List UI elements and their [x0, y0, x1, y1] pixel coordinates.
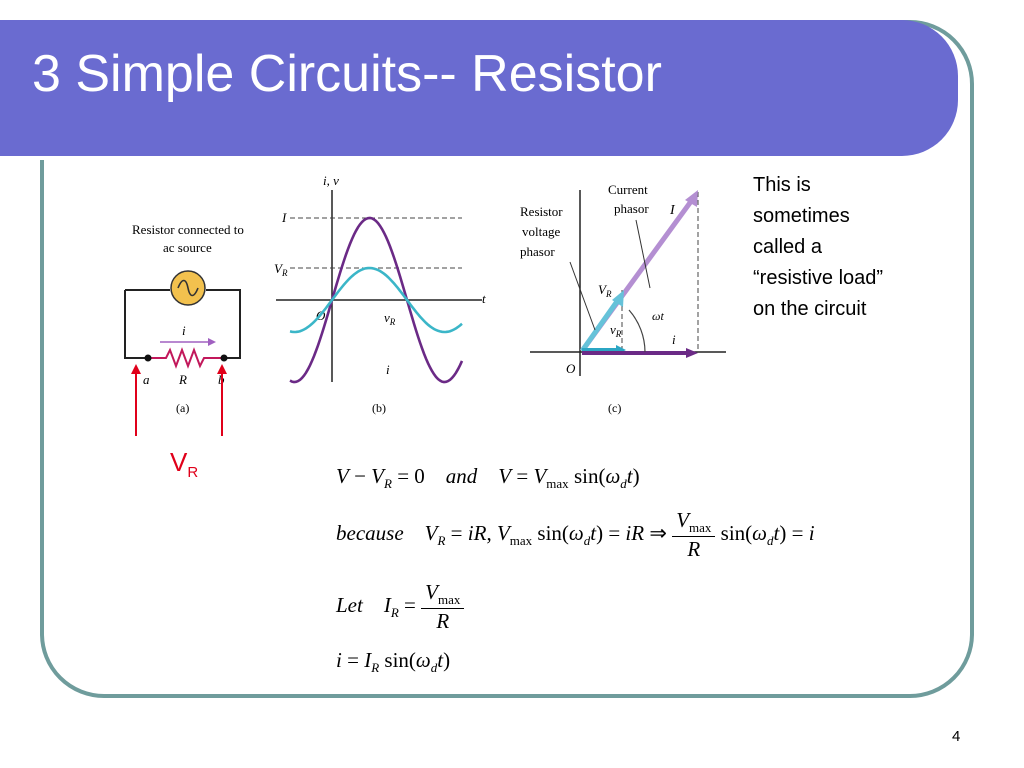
title-bar	[0, 20, 958, 160]
c-resistor-leader	[569, 261, 596, 331]
resistor-label: R	[178, 372, 187, 387]
panel-a-caption-line2: ac source	[163, 240, 212, 255]
i-projection-head	[686, 348, 698, 358]
current-arrowhead	[208, 338, 216, 346]
panel-a-tag: (a)	[176, 401, 189, 415]
b-peak-VR-label: VR	[274, 261, 288, 278]
panel-c-phasor: O ωt Current phasor Resistor voltage pha…	[520, 182, 726, 415]
c-resistor-label-line3: phasor	[520, 244, 555, 259]
c-current-label-line1: Current	[608, 182, 648, 197]
b-curve-i-label: i	[386, 362, 390, 377]
note-line: sometimes	[753, 205, 850, 227]
red-arrowhead-b	[217, 364, 227, 374]
resistor-icon	[150, 347, 226, 369]
c-current-label-line2: phasor	[614, 201, 649, 216]
b-curve-vR-label: vR	[384, 310, 396, 327]
panel-b-tag: (b)	[372, 401, 386, 415]
note-line: “resistive load”	[753, 267, 884, 289]
resistive-load-note: This is sometimes called a “resistive lo…	[753, 170, 883, 325]
current-label: i	[182, 323, 186, 338]
circuit-diagram: Resistor connected to ac source i a R b …	[124, 173, 726, 436]
equation-current: i = IR sin(ωdt)	[336, 648, 451, 676]
c-proj-vR-label: vR	[610, 322, 622, 339]
vr-label: VR	[170, 447, 199, 482]
panel-b-waveforms: i, v t O I VR vR i (b)	[274, 173, 486, 415]
c-resistor-label-line1: Resistor	[520, 204, 563, 219]
b-peak-I-label: I	[281, 210, 287, 225]
note-line: This is	[753, 174, 811, 196]
voltage-phasor	[579, 298, 621, 353]
title-underline	[0, 156, 906, 160]
sine-wave-icon	[177, 279, 199, 297]
c-phasor-I-label: I	[669, 203, 676, 218]
panel-c-tag: (c)	[608, 401, 621, 415]
node-a-label: a	[143, 372, 150, 387]
red-arrowhead-a	[131, 364, 141, 374]
c-current-leader	[635, 219, 651, 289]
node-a-dot	[144, 354, 152, 362]
b-axis-x-label: t	[482, 291, 486, 306]
page-number: 4	[952, 728, 961, 745]
circuit-wire	[124, 289, 241, 359]
b-axis-y-label: i, v	[323, 173, 339, 188]
panel-a-resistor-circuit: Resistor connected to ac source i a R b …	[124, 222, 244, 436]
c-phasor-VR-label: VR	[598, 282, 612, 299]
node-b-dot	[220, 354, 228, 362]
note-line: on the circuit	[753, 298, 867, 320]
equation-because: because VR = iR, Vmax sin(ωdt) = iR ⇒ Vm…	[336, 508, 815, 562]
current-phasor-head	[685, 190, 698, 207]
note-line: called a	[753, 236, 822, 258]
panel-a-caption-line1: Resistor connected to	[132, 222, 244, 237]
c-angle-label: ωt	[652, 309, 664, 323]
equation-kvl: V − VR = 0 and V = Vmax sin(ωdt)	[336, 464, 640, 492]
voltage-phasor-head	[612, 290, 624, 307]
c-origin: O	[566, 361, 576, 376]
angle-arc	[628, 309, 646, 353]
c-proj-i-label: i	[672, 332, 676, 347]
slide-title: 3 Simple Circuits-- Resistor	[32, 45, 662, 103]
c-resistor-label-line2: voltage	[522, 224, 560, 239]
voltage-curve	[289, 266, 463, 334]
current-curve	[289, 216, 464, 384]
